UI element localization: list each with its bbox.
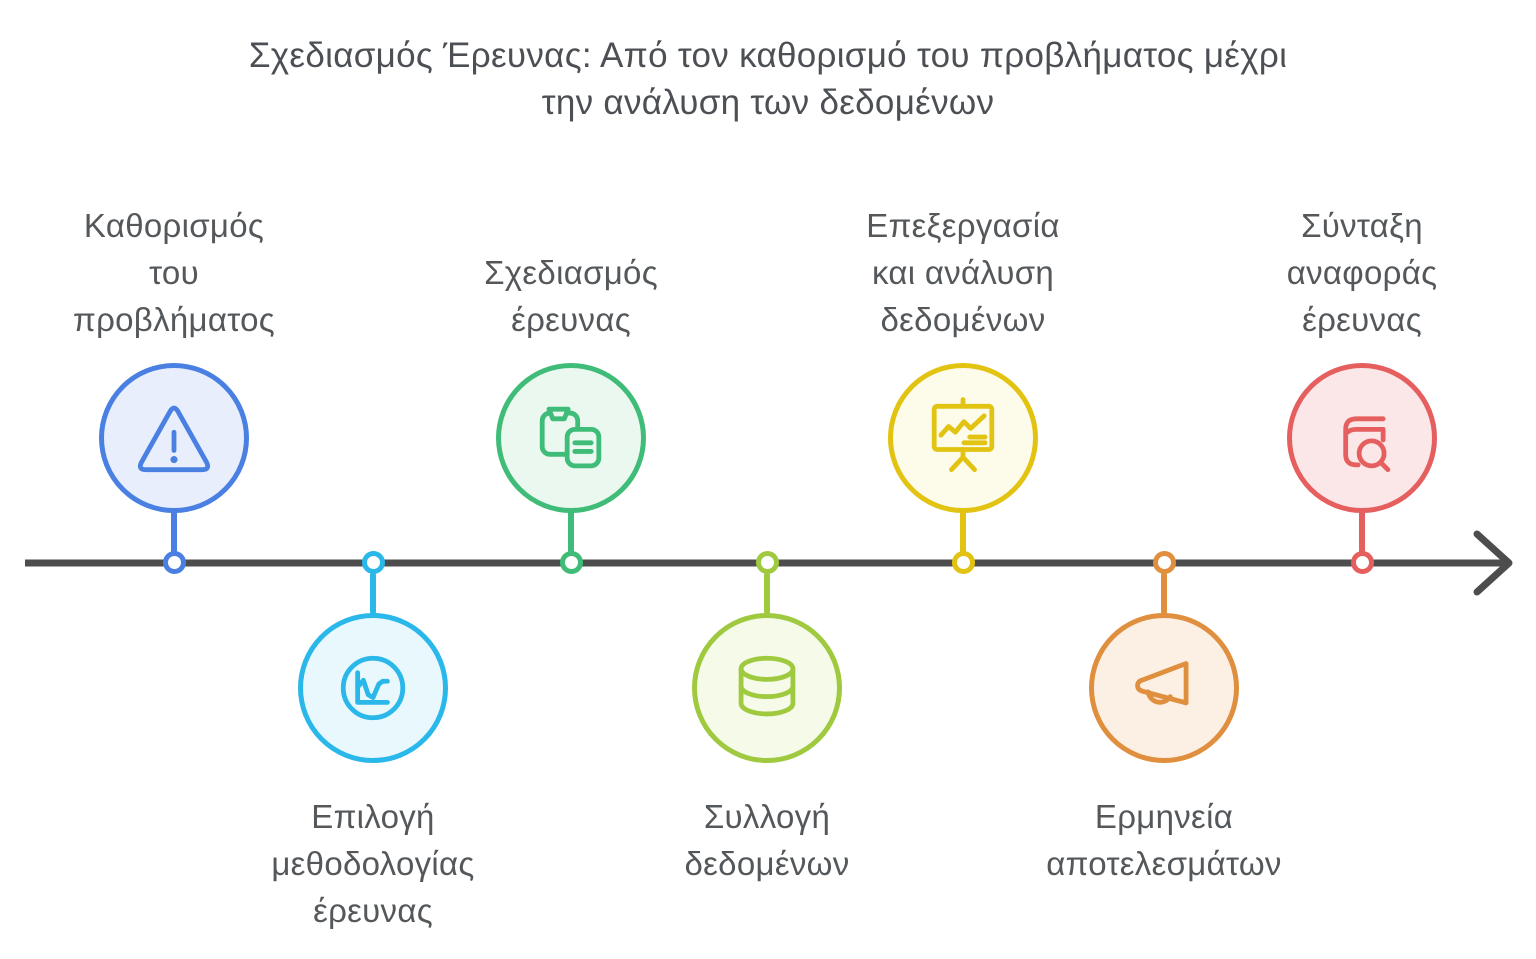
line-chart-icon <box>340 655 406 721</box>
node-bubble <box>888 363 1038 513</box>
presentation-chart-icon <box>931 397 995 473</box>
clipboard-document-icon <box>539 406 602 469</box>
node-bubble <box>496 363 646 513</box>
node-label: Επεξεργασία και ανάλυση δεδομένων <box>866 207 1060 338</box>
node-bubble <box>298 613 448 763</box>
database-icon <box>738 655 796 717</box>
node-bubble <box>692 613 842 763</box>
node-label: Επιλογή μεθοδολογίας έρευνας <box>271 798 475 929</box>
node-bubble <box>1089 613 1239 763</box>
node-label: Συλλογή δεδομένων <box>684 798 850 882</box>
timeline-axis <box>25 530 1513 596</box>
node-label: Σχεδιασμός έρευνας <box>484 254 658 338</box>
megaphone-icon <box>1135 661 1189 706</box>
arrow-head-icon <box>1473 530 1513 596</box>
node-label: Σύνταξη αναφοράς έρευνας <box>1286 207 1438 338</box>
book-magnifier-icon <box>1343 416 1391 473</box>
node-bubble <box>99 363 249 513</box>
node-bubble <box>1287 363 1437 513</box>
warning-triangle-icon <box>137 405 211 473</box>
diagram-title: Σχεδιασμός Έρευνας: Από τον καθορισμό το… <box>248 36 1288 122</box>
node-label: Καθορισμός του προβλήματος <box>73 207 275 338</box>
node-label: Ερμηνεία αποτελεσμάτων <box>1046 798 1282 882</box>
